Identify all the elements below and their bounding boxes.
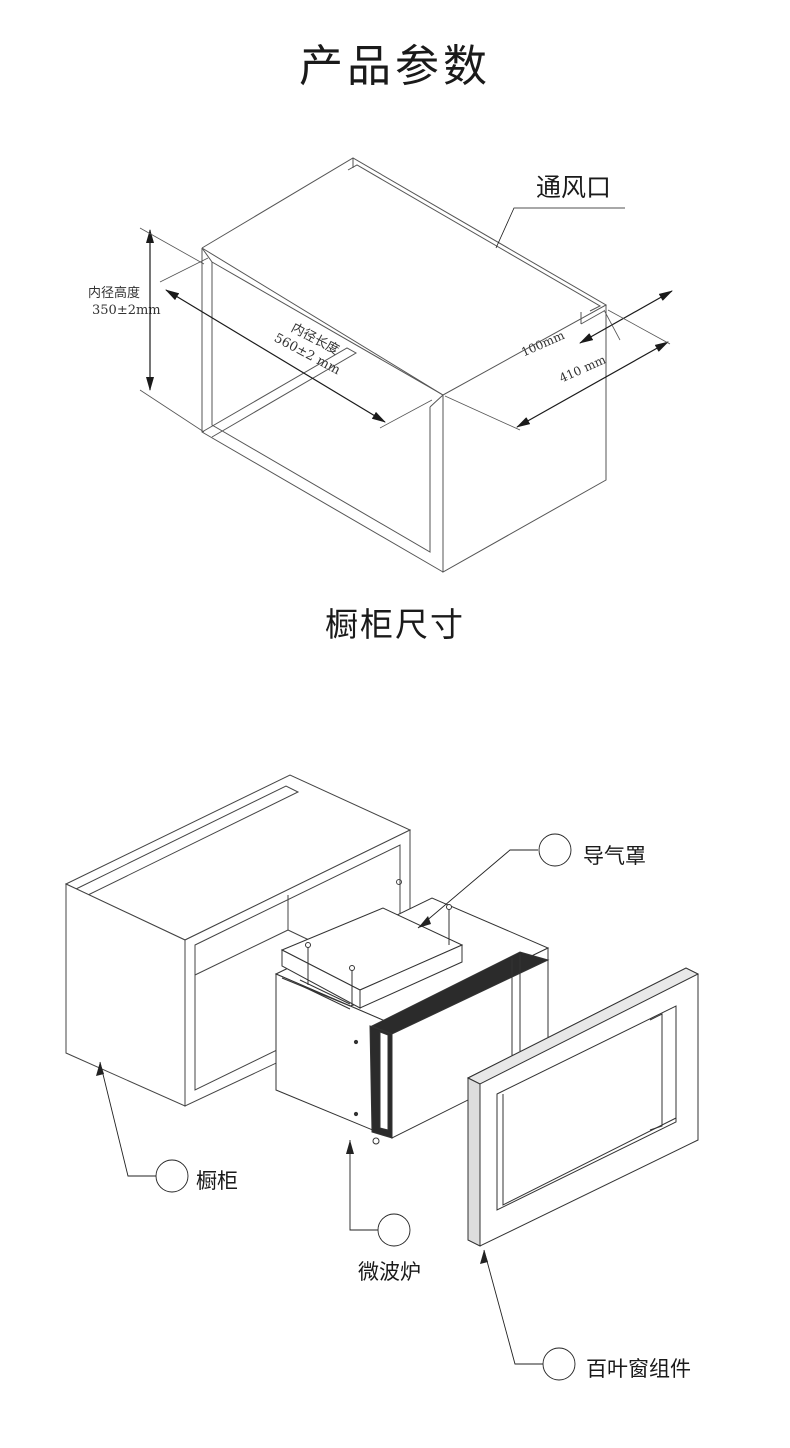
cabinet-outline-drawing	[201, 157, 608, 573]
vent-leader-line	[495, 207, 625, 249]
callout-4-label: 导气罩	[583, 844, 646, 868]
vent-label: 通风口	[536, 173, 612, 202]
callout-3-label: 百叶窗组件	[586, 1357, 691, 1381]
dimension-lines	[139, 207, 673, 433]
vent-channel	[347, 164, 602, 312]
cabinet-right-panel	[442, 305, 607, 573]
cabinet-top-face	[201, 157, 608, 396]
leader-arrowheads	[96, 916, 488, 1264]
inner-height-value: 350±2mm	[92, 303, 161, 318]
depth-410-dimension-line	[516, 341, 669, 428]
length-dimension-line	[165, 289, 386, 423]
callout-2-label: 微波炉	[358, 1260, 421, 1284]
callout-leaders	[99, 833, 576, 1381]
cabinet-left-frame	[201, 248, 444, 573]
depth-100-dimension-line	[579, 290, 673, 344]
air-guide-hood	[280, 904, 464, 1010]
inner-height-label: 内径高度	[88, 286, 141, 301]
louver-frame-assembly	[466, 967, 700, 1247]
callout-1-label: 橱柜	[196, 1169, 238, 1193]
cabinet-dimensions-caption: 橱柜尺寸	[325, 605, 465, 644]
page-title: 产品参数	[299, 41, 491, 92]
